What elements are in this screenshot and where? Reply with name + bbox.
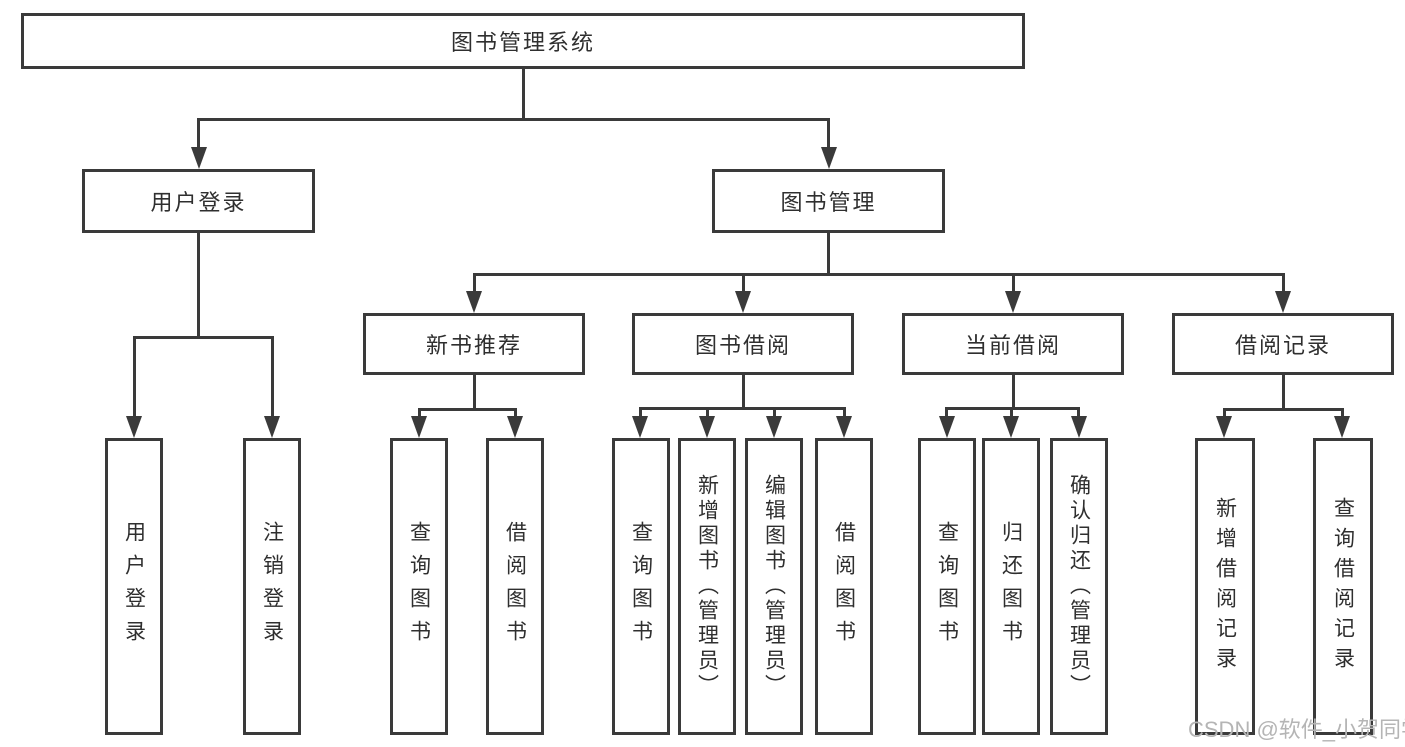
node-label: 新书推荐 <box>425 333 522 358</box>
connector-line <box>827 233 830 273</box>
arrow-down-icon <box>507 416 523 438</box>
arrow-down-icon <box>1334 416 1350 438</box>
arrow-down-icon <box>836 416 852 438</box>
node-label: 图书管理系统 <box>450 30 595 55</box>
leaf-label: 查询图书 <box>629 520 653 653</box>
leaf-label: 新增借阅记录 <box>1213 496 1237 677</box>
connector-line <box>1281 273 1285 295</box>
node-new-book-recommend: 新书推荐 <box>363 313 585 375</box>
connector-line <box>1281 375 1285 408</box>
leaf-confirm-return-admin: 确认归还（管理员） <box>1050 438 1108 735</box>
leaf-label: 借阅图书 <box>832 520 856 653</box>
arrow-down-icon <box>766 416 782 438</box>
node-book-management: 图书管理 <box>712 169 945 233</box>
arrow-down-icon <box>1005 291 1021 313</box>
connector-line <box>132 336 274 339</box>
connector-line <box>1222 408 1226 423</box>
arrow-down-icon <box>1275 291 1291 313</box>
connector-line <box>1011 375 1015 407</box>
connector-line <box>945 407 948 423</box>
connector-line <box>197 118 200 154</box>
connector-line <box>472 273 1285 276</box>
leaf-label: 查询图书 <box>935 520 959 653</box>
leaf-label: 新增图书（管理员） <box>695 474 719 699</box>
node-root: 图书管理系统 <box>21 13 1025 69</box>
leaf-label: 用户登录 <box>122 520 146 653</box>
connector-line <box>197 233 200 336</box>
connector-line <box>741 273 745 295</box>
connector-line <box>1011 273 1015 295</box>
arrow-down-icon <box>1216 416 1232 438</box>
leaf-query-books-current: 查询图书 <box>918 438 976 735</box>
connector-line <box>638 407 846 410</box>
connector-line <box>270 336 274 421</box>
node-current-borrow: 当前借阅 <box>902 313 1124 375</box>
arrow-down-icon <box>466 291 482 313</box>
node-book-borrow: 图书借阅 <box>632 313 854 375</box>
connector-line <box>472 375 476 408</box>
leaf-label: 注销登录 <box>260 520 284 653</box>
leaf-label: 编辑图书（管理员） <box>762 474 786 699</box>
leaf-edit-book-admin: 编辑图书（管理员） <box>745 438 803 735</box>
leaf-label: 确认归还（管理员） <box>1067 474 1091 699</box>
node-user-login-branch: 用户登录 <box>82 169 315 233</box>
connector-line <box>1077 407 1080 423</box>
connector-line <box>417 408 421 423</box>
arrow-down-icon <box>735 291 751 313</box>
connector-line <box>132 336 136 421</box>
arrow-down-icon <box>632 416 648 438</box>
leaf-add-borrow-record: 新增借阅记录 <box>1195 438 1255 735</box>
connector-line <box>741 375 745 407</box>
node-label: 图书管理 <box>780 190 877 215</box>
leaf-borrow-books-recommend: 借阅图书 <box>486 438 544 735</box>
arrow-down-icon <box>820 147 837 169</box>
connector-line <box>513 408 517 423</box>
leaf-query-books-borrow: 查询图书 <box>612 438 670 735</box>
leaf-label: 查询图书 <box>407 520 431 653</box>
connector-line <box>772 407 776 423</box>
connector-line <box>842 407 846 423</box>
leaf-label: 归还图书 <box>999 520 1023 653</box>
node-borrow-records: 借阅记录 <box>1172 313 1394 375</box>
arrow-down-icon <box>411 416 427 438</box>
connector-line <box>705 407 709 423</box>
node-label: 当前借阅 <box>964 333 1061 358</box>
leaf-logout: 注销登录 <box>243 438 301 735</box>
connector-line <box>638 407 642 423</box>
connector-line <box>1222 408 1344 411</box>
arrow-down-icon <box>126 416 142 438</box>
connector-line <box>417 408 517 411</box>
leaf-return-book: 归还图书 <box>982 438 1040 735</box>
connector-line <box>827 118 830 154</box>
node-label: 借阅记录 <box>1234 333 1331 358</box>
node-label: 图书借阅 <box>694 333 791 358</box>
leaf-add-book-admin: 新增图书（管理员） <box>678 438 736 735</box>
leaf-query-borrow-record: 查询借阅记录 <box>1313 438 1373 735</box>
connector-line <box>1340 408 1344 423</box>
arrow-down-icon <box>699 416 715 438</box>
connector-line <box>945 407 1080 410</box>
arrow-down-icon <box>938 416 955 438</box>
leaf-user-login: 用户登录 <box>105 438 163 735</box>
leaf-borrow-books: 借阅图书 <box>815 438 873 735</box>
arrow-down-icon <box>1003 416 1019 438</box>
leaf-label: 借阅图书 <box>503 520 527 653</box>
arrow-down-icon <box>264 416 280 438</box>
leaf-label: 查询借阅记录 <box>1331 496 1355 677</box>
connector-line <box>197 118 830 121</box>
connector-line <box>472 273 476 295</box>
leaf-query-books-recommend: 查询图书 <box>390 438 448 735</box>
connector-line <box>521 69 525 118</box>
connector-line <box>1009 407 1013 423</box>
arrow-down-icon <box>1070 416 1087 438</box>
watermark: CSDN @软件_小贺同学 <box>1188 717 1405 742</box>
arrow-down-icon <box>190 147 207 169</box>
node-label: 用户登录 <box>150 190 247 215</box>
